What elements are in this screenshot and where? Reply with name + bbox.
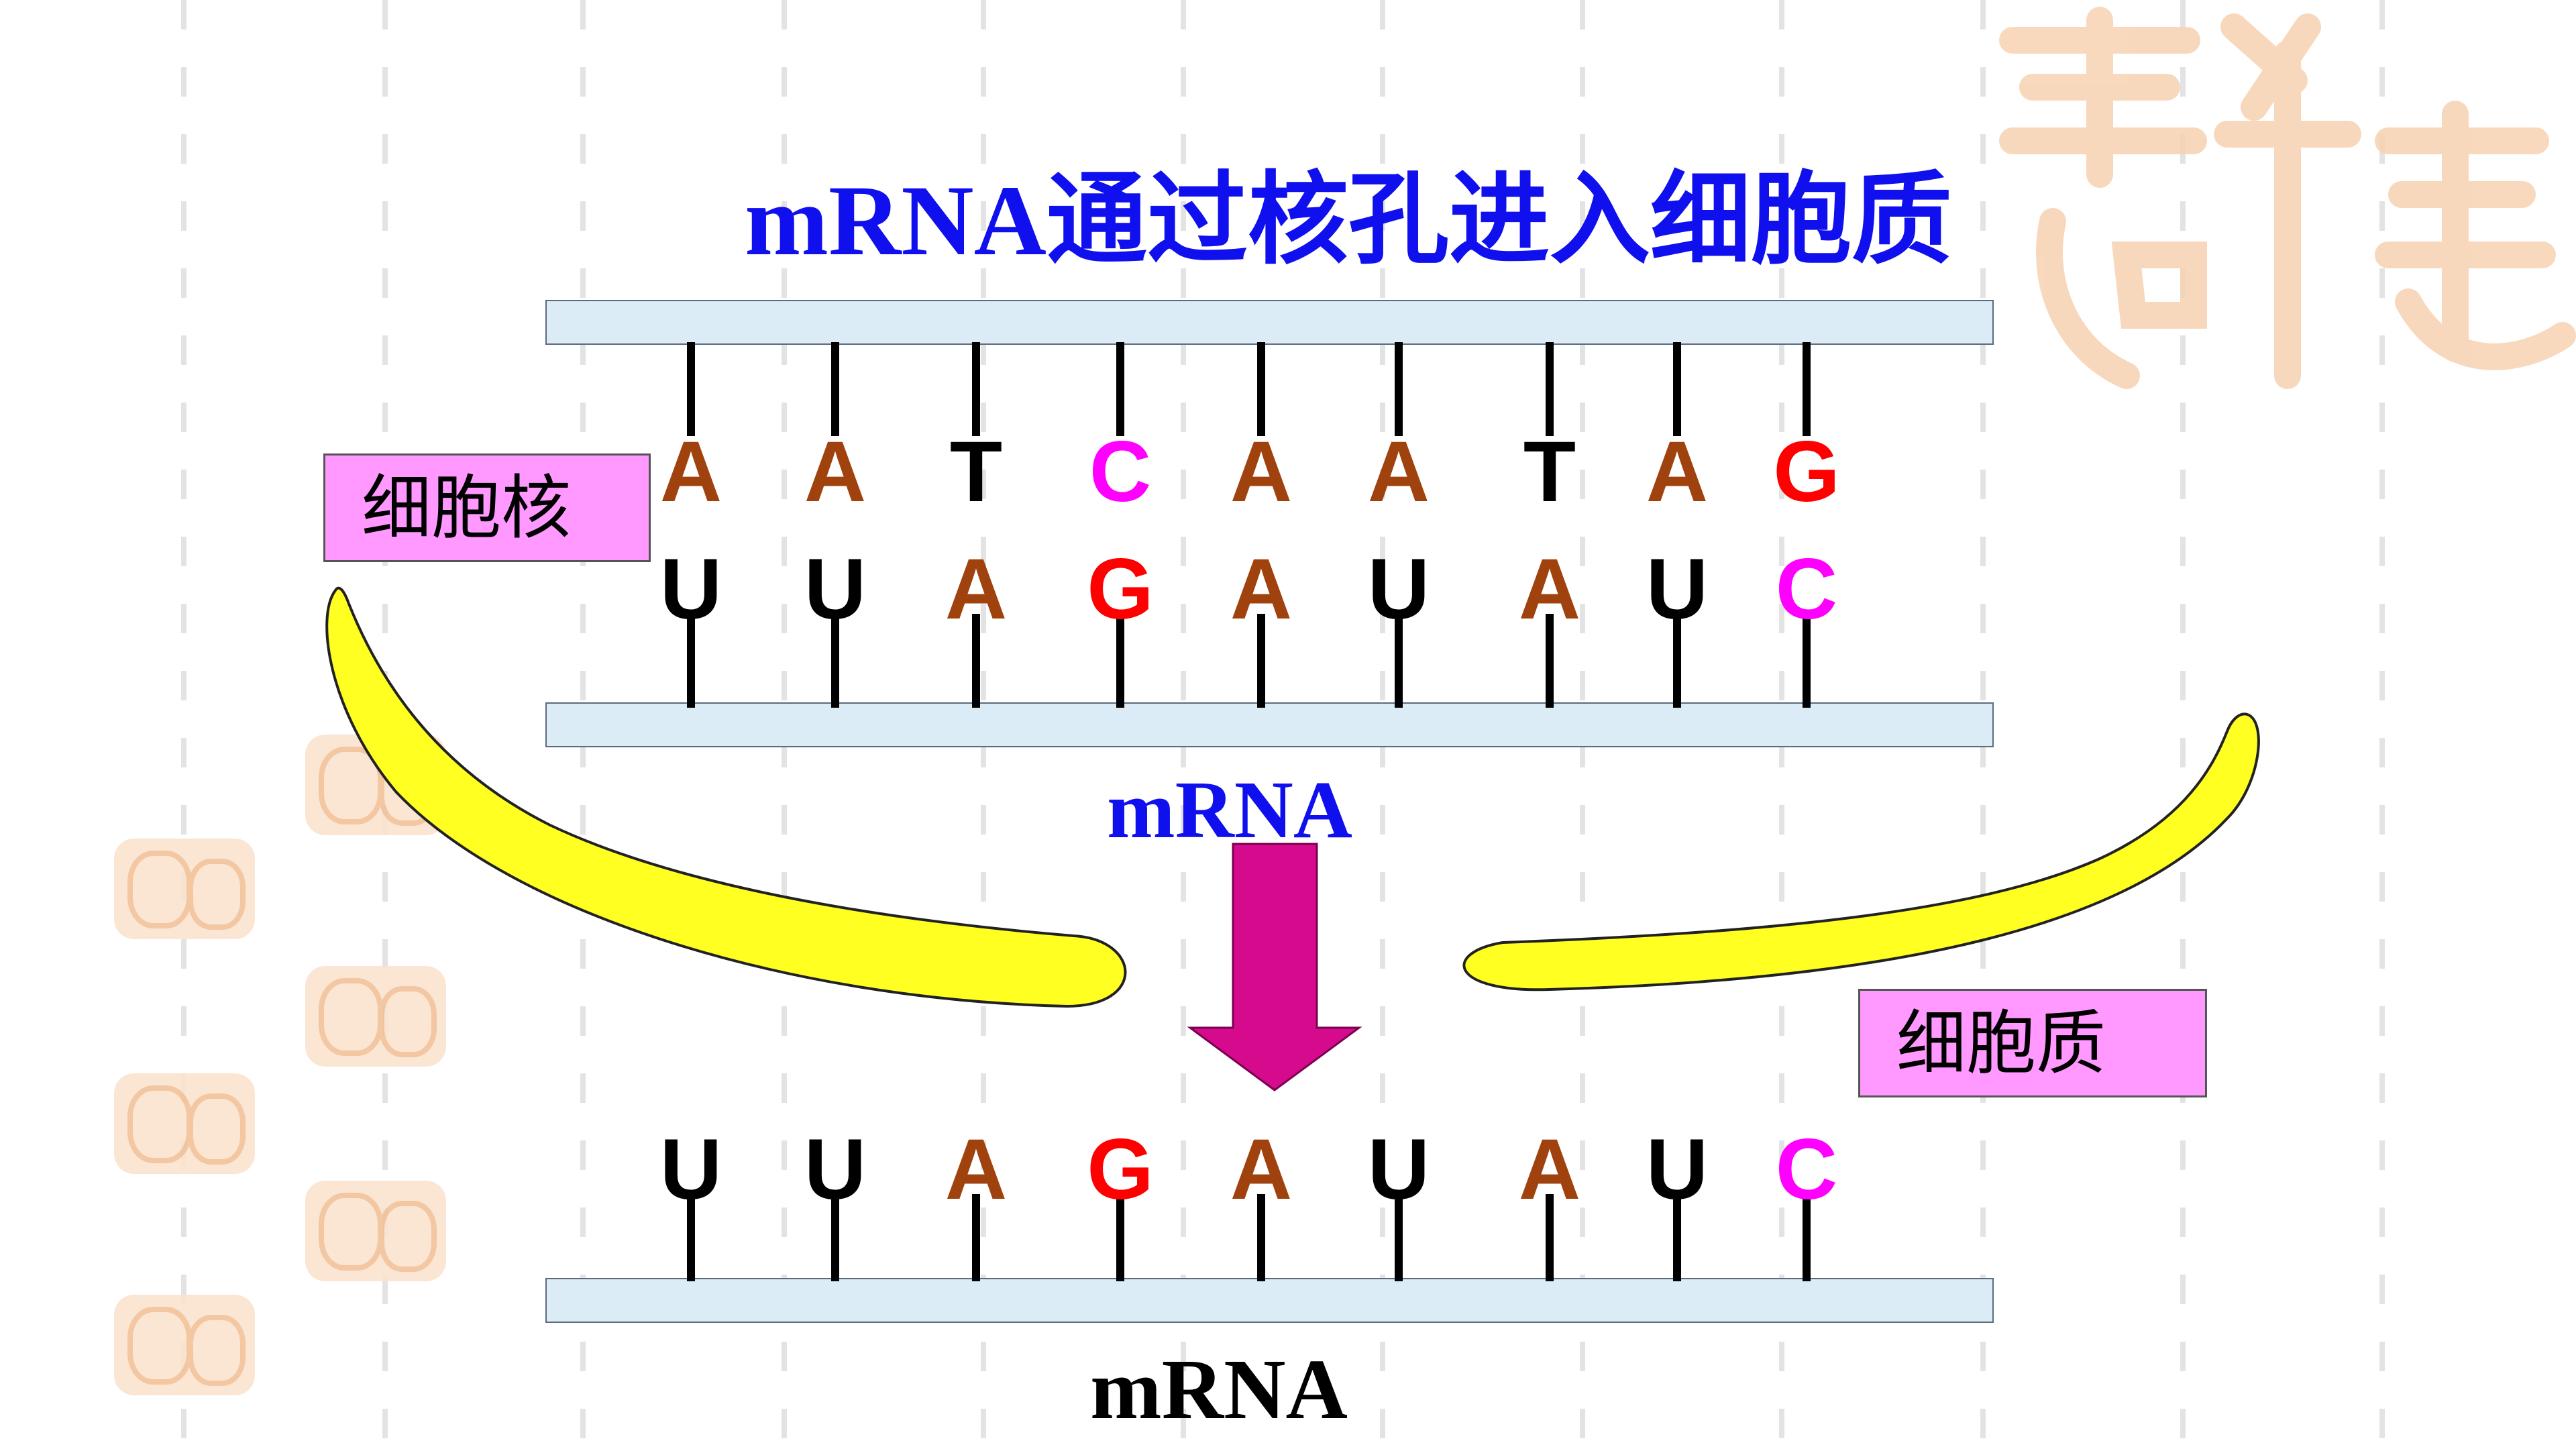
- mrna-base-stem: [1116, 614, 1124, 708]
- mrna-base-stem: [1546, 614, 1554, 708]
- mrna-base-stem: [831, 614, 839, 708]
- mrna-base: U: [1367, 1122, 1430, 1218]
- mrna-base: A: [1518, 1122, 1581, 1218]
- mrna-base-stem: [1546, 1194, 1554, 1281]
- dna-base-stem: [1546, 342, 1554, 436]
- mrna-strand-bottom: [545, 1278, 1994, 1323]
- mrna-base-stem: [1673, 614, 1681, 708]
- mrna-base: U: [804, 1122, 867, 1218]
- seal-watermark: [114, 839, 255, 939]
- dna-base-stem: [972, 342, 980, 436]
- page-title: mRNA通过核孔进入细胞质: [745, 165, 1952, 276]
- mrna-label-top: mRNA: [1107, 765, 1352, 855]
- mrna-base: C: [1775, 541, 1838, 637]
- mrna-base-stem: [1803, 1194, 1811, 1281]
- cytoplasm-label-text: 细胞质: [1896, 1002, 2106, 1084]
- mrna-base-stem: [1257, 614, 1265, 708]
- dna-base-stem: [1803, 342, 1811, 436]
- mrna-base: U: [1646, 1122, 1709, 1218]
- seal-watermark: [305, 1181, 446, 1281]
- dna-base: C: [1089, 424, 1152, 520]
- mrna-base: U: [1646, 541, 1709, 637]
- dna-base: T: [949, 424, 1003, 520]
- mrna-base: A: [945, 1122, 1008, 1218]
- dna-base: A: [659, 424, 722, 520]
- mrna-base-stem: [972, 614, 980, 708]
- nuclear-envelope-right: [1462, 712, 2260, 991]
- seal-watermark: [305, 966, 446, 1067]
- seal-watermark: [114, 1295, 255, 1395]
- dna-base-stem: [1395, 342, 1403, 436]
- cytoplasm-label: 细胞质: [1858, 989, 2207, 1097]
- mrna-base: G: [1087, 541, 1154, 637]
- mrna-base-stem: [1395, 614, 1403, 708]
- mrna-base-stem: [1395, 1194, 1403, 1281]
- dna-base-stem: [1673, 342, 1681, 436]
- dna-base: A: [1367, 424, 1430, 520]
- mrna-base: A: [1518, 541, 1581, 637]
- seal-watermark: [114, 1073, 255, 1174]
- mrna-base: C: [1775, 1122, 1838, 1218]
- dna-base: G: [1773, 424, 1840, 520]
- mrna-base: U: [659, 541, 722, 637]
- dna-base: T: [1523, 424, 1576, 520]
- dna-base: A: [1646, 424, 1709, 520]
- mrna-base-stem: [1116, 1194, 1124, 1281]
- mrna-base: U: [1367, 541, 1430, 637]
- mrna-strand-top: [545, 702, 1994, 747]
- mrna-base-stem: [687, 1194, 695, 1281]
- dna-base-stem: [687, 342, 695, 436]
- mrna-base-stem: [1803, 614, 1811, 708]
- mrna-base: U: [804, 541, 867, 637]
- mrna-base: A: [1230, 1122, 1293, 1218]
- mrna-base-stem: [1673, 1194, 1681, 1281]
- dna-base: A: [1230, 424, 1293, 520]
- mrna-base-stem: [687, 614, 695, 708]
- mrna-base-stem: [972, 1194, 980, 1281]
- dna-base: A: [804, 424, 867, 520]
- dna-base-stem: [1257, 342, 1265, 436]
- mrna-base: U: [659, 1122, 722, 1218]
- mrna-base: A: [1230, 541, 1293, 637]
- mrna-base-stem: [1257, 1194, 1265, 1281]
- transport-arrow: [1187, 843, 1362, 1091]
- mrna-base: G: [1087, 1122, 1154, 1218]
- mrna-base-stem: [831, 1194, 839, 1281]
- nucleus-label: 细胞核: [323, 453, 651, 562]
- nucleus-label-text: 细胞核: [362, 467, 572, 549]
- dna-template-strand: [545, 300, 1994, 345]
- mrna-base: A: [945, 541, 1008, 637]
- dna-base-stem: [831, 342, 839, 436]
- nuclear-envelope-left: [325, 586, 1127, 1008]
- dna-base-stem: [1116, 342, 1124, 436]
- mrna-label-bottom: mRNA: [1090, 1342, 1348, 1437]
